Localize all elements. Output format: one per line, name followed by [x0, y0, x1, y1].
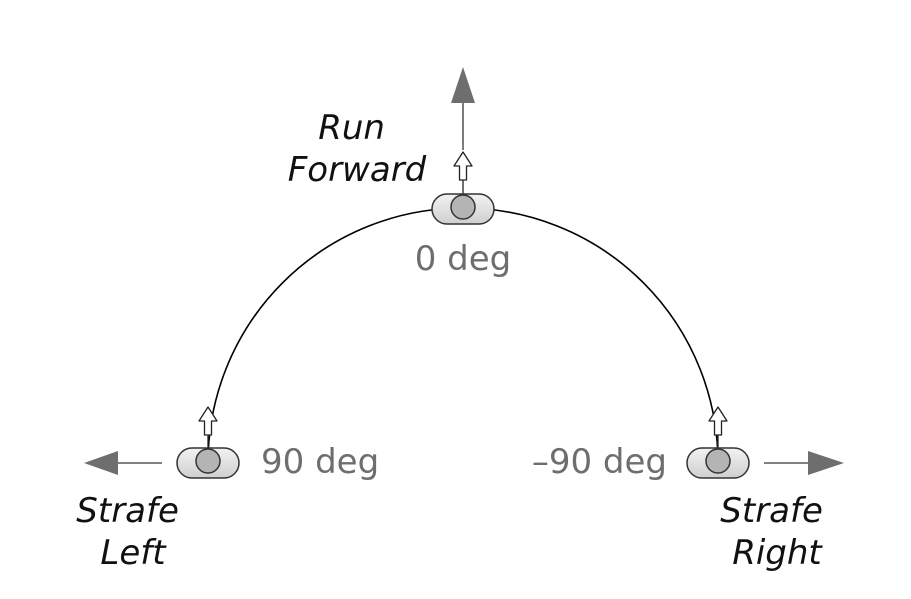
strafe-right-label-line-1: Strafe	[720, 491, 823, 531]
forward-character-icon	[431, 193, 495, 225]
forward-angle-label: 0 deg	[415, 239, 512, 279]
right-angle-label: –90 deg	[532, 442, 667, 482]
run-forward-label: Run Forward	[288, 108, 427, 190]
left-angle-label: 90 deg	[261, 442, 379, 482]
forward-facing-arrow-icon	[453, 151, 473, 195]
run-forward-label-line-1: Run	[318, 108, 385, 148]
strafe-right-label-line-2: Right	[732, 533, 823, 573]
right-facing-arrow-icon	[708, 406, 728, 450]
strafe-left-label-line-1: Strafe	[76, 491, 179, 531]
forward-direction-arrow-icon	[451, 67, 475, 150]
run-forward-label-line-2: Forward	[288, 150, 427, 190]
strafe-right-label: Strafe Right	[720, 491, 833, 573]
right-character-icon	[686, 447, 750, 479]
strafe-left-label: Strafe Left	[76, 491, 189, 573]
strafe-left-label-line-2: Left	[100, 533, 167, 573]
left-facing-arrow-icon	[198, 406, 218, 450]
strafe-right-direction-arrow-icon	[764, 451, 844, 475]
left-character-icon	[176, 447, 240, 479]
strafe-left-direction-arrow-icon	[84, 451, 162, 475]
